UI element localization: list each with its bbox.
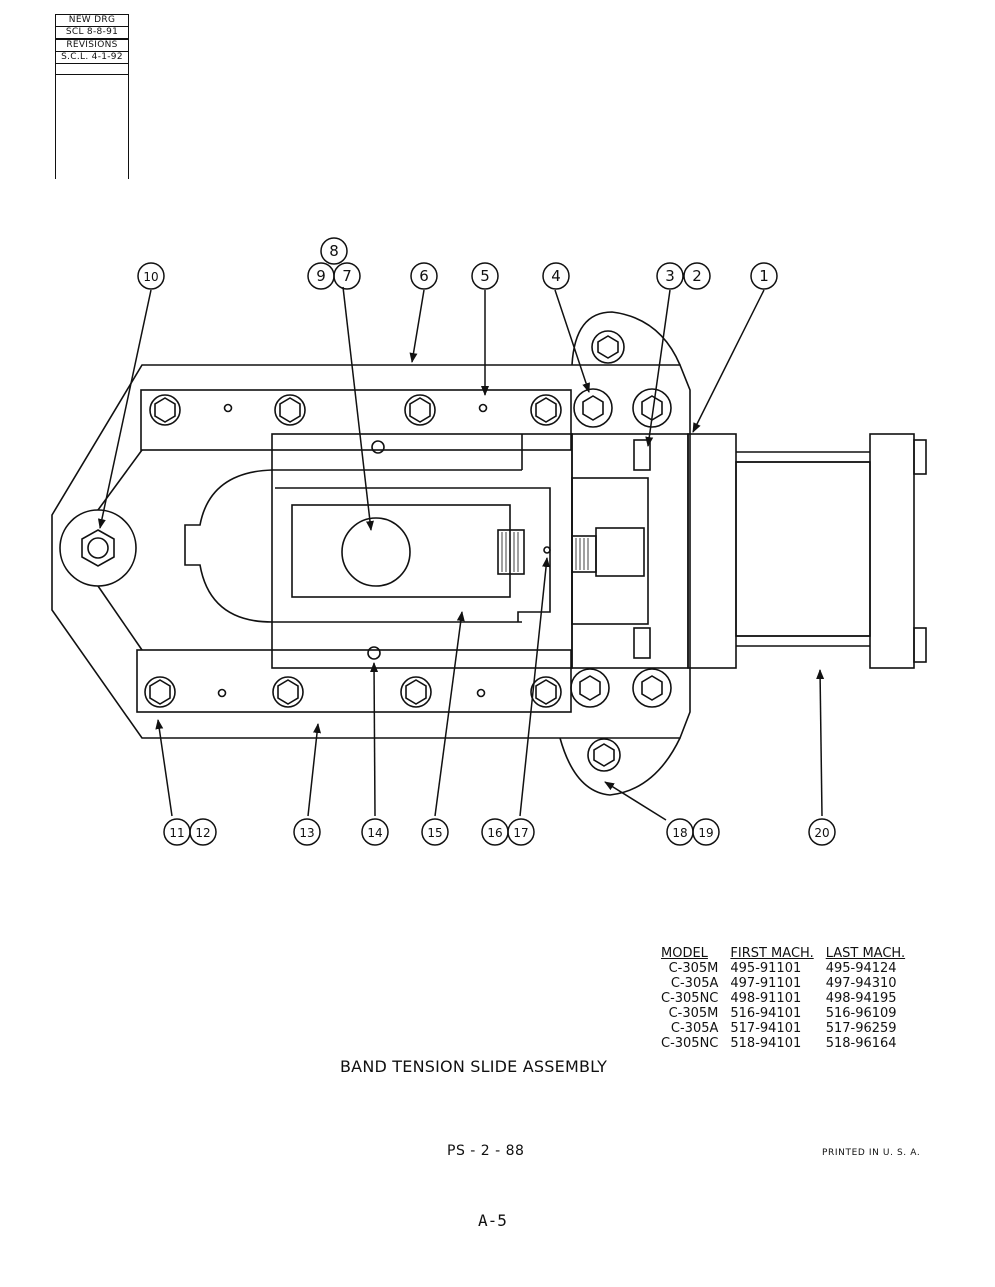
bolt: [149, 394, 181, 426]
bolt: [530, 394, 562, 426]
bolt: [573, 388, 613, 428]
callout-6: 6: [419, 267, 429, 285]
revision-heading: REVISIONS: [56, 40, 128, 52]
bolt: [272, 676, 304, 708]
bolt: [400, 676, 432, 708]
last-mach-cell: 517-96259: [825, 1021, 897, 1036]
left-dome: [184, 469, 273, 623]
first-mach-cell: 495-91101: [730, 961, 802, 976]
callout-10: 10: [143, 270, 158, 284]
revision-entry: S.C.L. 4-1-92: [56, 52, 128, 64]
top-ear: [571, 311, 681, 366]
table-row: C-305A 497-91101 497-94310: [655, 976, 911, 991]
header-last-mach: LAST MACH.: [825, 946, 906, 961]
bolt: [570, 668, 610, 708]
cylinder-body: [735, 461, 871, 637]
frame-outline: [51, 364, 691, 739]
callout-5: 5: [480, 267, 490, 285]
first-mach-cell: 497-91101: [730, 976, 802, 991]
callout-20: 20: [814, 826, 829, 840]
bolt: [591, 330, 625, 364]
revision-block: NEW DRG SCL 8-8-91 REVISIONS S.C.L. 4-1-…: [55, 14, 129, 179]
table-row: C-305A 517-94101 517-96259: [655, 1021, 911, 1036]
first-mach-cell: 517-94101: [730, 1021, 802, 1036]
last-mach-cell: 497-94310: [825, 976, 897, 991]
table-row: C-305NC 518-94101 518-96164: [655, 1036, 911, 1051]
header-first-mach: FIRST MACH.: [730, 946, 814, 961]
inner-window: [291, 504, 511, 598]
callout-11: 11: [169, 826, 184, 840]
slide-slot: [275, 487, 551, 622]
callout-17: 17: [513, 826, 528, 840]
last-mach-cell: 498-94195: [825, 991, 897, 1006]
pivot-outer: [59, 509, 137, 587]
last-mach-cell: 495-94124: [825, 961, 897, 976]
model-cell: C-305NC: [661, 1036, 719, 1051]
bolt: [587, 738, 621, 772]
revision-new-date: SCL 8-8-91: [56, 27, 128, 40]
cylinder-plate: [687, 433, 737, 669]
callout-3: 3: [665, 267, 675, 285]
first-mach-cell: 516-94101: [730, 1006, 802, 1021]
model-cell: C-305NC: [661, 991, 719, 1006]
bolt: [144, 676, 176, 708]
last-mach-cell: 518-96164: [825, 1036, 897, 1051]
drawing-title: BAND TENSION SLIDE ASSEMBLY: [340, 1057, 608, 1076]
bolt: [404, 394, 436, 426]
bolt: [530, 676, 562, 708]
model-cell: C-305M: [668, 1006, 719, 1021]
callout-15: 15: [427, 826, 442, 840]
bottom-plate: [136, 649, 572, 713]
callout-2: 2: [692, 267, 702, 285]
model-cell: C-305A: [670, 976, 719, 991]
callout-13: 13: [299, 826, 314, 840]
right-block: [571, 433, 689, 669]
callout-4: 4: [551, 267, 561, 285]
table-row: C-305NC 498-91101 498-94195: [655, 991, 911, 1006]
model-table: MODEL FIRST MACH. LAST MACH. C-305M 495-…: [655, 946, 911, 1051]
bore: [341, 517, 411, 587]
callout-7: 7: [342, 267, 352, 285]
drawing-number: PS - 2 - 88: [447, 1143, 525, 1159]
first-mach-cell: 518-94101: [730, 1036, 802, 1051]
callout-1: 1: [759, 267, 769, 285]
table-row: C-305M 495-91101 495-94124: [655, 961, 911, 976]
bolt: [632, 668, 672, 708]
callout-8: 8: [329, 242, 339, 260]
slide-block: [271, 433, 573, 669]
callout-19: 19: [698, 826, 713, 840]
callout-16: 16: [487, 826, 502, 840]
hex-bolts: [144, 330, 672, 772]
first-mach-cell: 498-91101: [730, 991, 802, 1006]
revision-new-drg: NEW DRG: [56, 14, 128, 27]
bottom-ear: [559, 737, 681, 796]
printed-note: PRINTED IN U. S. A.: [822, 1148, 921, 1158]
model-cell: C-305M: [668, 961, 719, 976]
callout-12: 12: [195, 826, 210, 840]
top-plate: [140, 389, 572, 451]
bolt: [274, 394, 306, 426]
last-mach-cell: 516-96109: [825, 1006, 897, 1021]
revision-empty-row: [56, 64, 128, 75]
callout-18: 18: [672, 826, 687, 840]
header-model: MODEL: [661, 946, 708, 961]
model-cell: C-305A: [670, 1021, 719, 1036]
cylinder-cap: [869, 433, 915, 669]
callout-9: 9: [316, 267, 326, 285]
callout-14: 14: [367, 826, 382, 840]
page-number: A-5: [478, 1211, 507, 1230]
table-row: C-305M 516-94101 516-96109: [655, 1006, 911, 1021]
